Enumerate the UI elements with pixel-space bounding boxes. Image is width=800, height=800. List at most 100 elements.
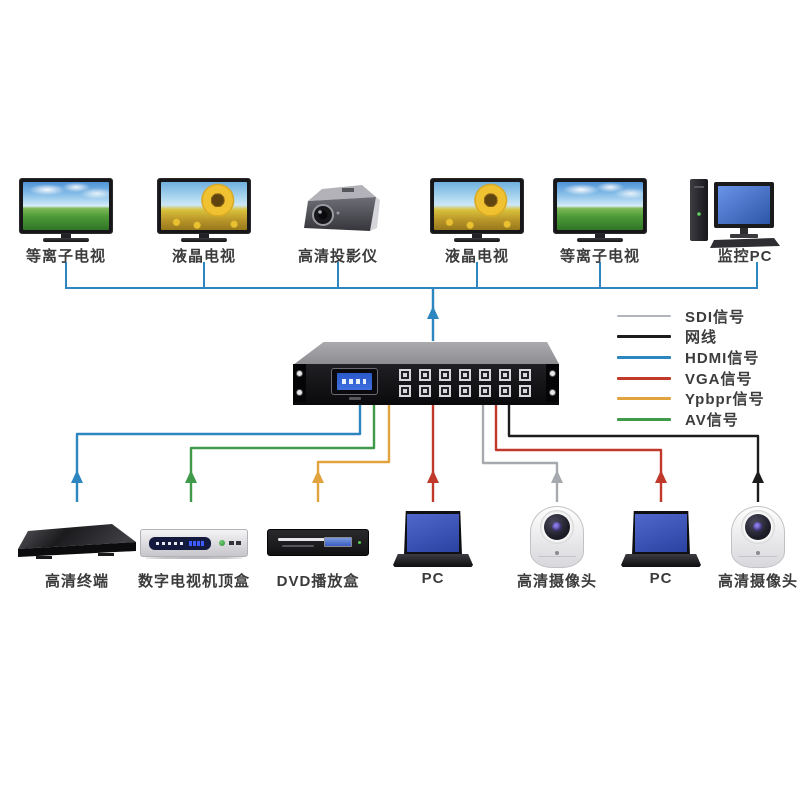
tv-stand-base <box>577 238 623 242</box>
pc-tower-drive <box>694 186 704 188</box>
tv-stand-neck <box>199 234 209 238</box>
tv-stand-base <box>454 238 500 242</box>
projector-indicator <box>336 211 340 215</box>
camera-indicator <box>756 551 760 555</box>
matrix-chassis-base <box>293 402 559 405</box>
arrowhead-ypbpr-src-dvd-player <box>312 470 324 483</box>
projector-controls <box>342 188 354 192</box>
stb-display <box>149 537 211 550</box>
label-pc-1: PC <box>421 570 445 587</box>
wire-net-src-camera-2 <box>507 404 760 502</box>
label-plasma-tv-2: 等离子电视 <box>559 248 641 265</box>
arrowhead-av-src-set-top-box <box>185 470 197 483</box>
device-lcd-tv-2 <box>430 178 524 242</box>
pc-monitor-neck <box>740 228 748 234</box>
laptop-screen <box>632 511 690 555</box>
laptop-base <box>393 554 473 567</box>
legend-label: AV信号 <box>685 411 739 429</box>
projector-side <box>370 197 380 231</box>
projector-lens-glint <box>318 210 322 214</box>
terminal-foot <box>36 556 52 559</box>
device-lcd-tv-1 <box>157 178 251 242</box>
label-dvd-player: DVD播放盒 <box>276 573 360 590</box>
tv-stand-neck <box>595 234 605 238</box>
matrix-button <box>399 369 411 381</box>
stb-port <box>236 541 241 545</box>
label-lcd-tv-2: 液晶电视 <box>444 248 510 265</box>
matrix-button <box>399 385 411 397</box>
tv-frame <box>553 178 647 234</box>
terminal-foot <box>98 553 114 556</box>
legend-item-1: 网线 <box>617 327 765 348</box>
screw-icon <box>550 371 555 376</box>
matrix-button <box>519 369 531 381</box>
matrix-button <box>459 369 471 381</box>
pc-keyboard <box>710 238 780 248</box>
label-set-top-box: 数字电视机顶盒 <box>137 573 251 590</box>
legend-line-swatch <box>617 397 671 401</box>
tv-stand-base <box>43 238 89 242</box>
dvd-tray-line <box>282 545 314 547</box>
arrowhead-net-src-camera-2 <box>752 470 764 483</box>
legend-label: SDI信号 <box>685 308 746 326</box>
device-dvd-player <box>267 529 369 556</box>
camera-indicator <box>555 551 559 555</box>
legend-label: HDMI信号 <box>685 349 760 367</box>
dvd-disc-slot <box>278 538 326 541</box>
tv-screen-field <box>23 182 109 230</box>
label-monitor-pc: 监控PC <box>717 248 773 265</box>
label-plasma-tv-1: 等离子电视 <box>25 248 107 265</box>
matrix-button <box>479 369 491 381</box>
legend-line-swatch <box>617 376 671 380</box>
device-hd-camera-2 <box>728 504 788 570</box>
matrix-button <box>479 385 491 397</box>
label-lcd-tv-1: 液晶电视 <box>171 248 237 265</box>
pc-tower <box>690 179 708 241</box>
device-hd-camera-1 <box>527 504 587 570</box>
camera-head <box>741 510 775 544</box>
tv-screen-sunflower <box>161 182 247 230</box>
matrix-lcd-button <box>349 397 361 400</box>
laptop-base <box>621 554 701 567</box>
label-hd-terminal: 高清终端 <box>44 573 110 590</box>
matrix-chassis-top <box>294 342 559 364</box>
tv-stand-base <box>181 238 227 242</box>
stb-shadow <box>145 557 243 559</box>
dvd-display-window <box>324 537 352 547</box>
dvd-power-led <box>358 541 361 544</box>
matrix-button <box>419 385 431 397</box>
device-hd-terminal <box>18 524 136 559</box>
matrix-lcd-text <box>342 379 366 384</box>
device-pc-laptop-2 <box>621 511 701 567</box>
legend-line-swatch <box>617 315 671 318</box>
matrix-button <box>519 385 531 397</box>
device-monitor-pc <box>690 179 780 248</box>
legend-line-swatch <box>617 417 671 421</box>
pc-tower-led <box>697 212 701 216</box>
matrix-button <box>439 369 451 381</box>
matrix-lcd-screen <box>337 373 372 390</box>
screw-icon <box>297 390 302 395</box>
legend-line-swatch <box>617 355 671 359</box>
legend-item-3: VGA信号 <box>617 368 765 389</box>
camera-seam <box>538 556 576 557</box>
stb-logo <box>219 540 225 546</box>
arrowhead-vga-src-pc-1 <box>427 470 439 483</box>
legend-item-5: AV信号 <box>617 409 765 430</box>
legend-line-swatch <box>617 335 671 339</box>
matrix-rack-ear-right <box>546 364 559 403</box>
camera-lens-pupil <box>753 522 763 532</box>
camera-seam <box>739 556 777 557</box>
wire-ypbpr-src-dvd-player <box>316 404 391 502</box>
matrix-button-grid <box>399 369 533 397</box>
device-plasma-tv-2 <box>553 178 647 242</box>
arrowhead-sdi-src-camera-1 <box>551 470 563 483</box>
matrix-button <box>439 385 451 397</box>
laptop-screen <box>404 511 462 555</box>
matrix-button <box>459 385 471 397</box>
tv-screen-field <box>557 182 643 230</box>
stb-digit-display <box>189 541 205 546</box>
label-hd-camera-2: 高清摄像头 <box>717 573 799 590</box>
terminal-top <box>18 524 136 549</box>
